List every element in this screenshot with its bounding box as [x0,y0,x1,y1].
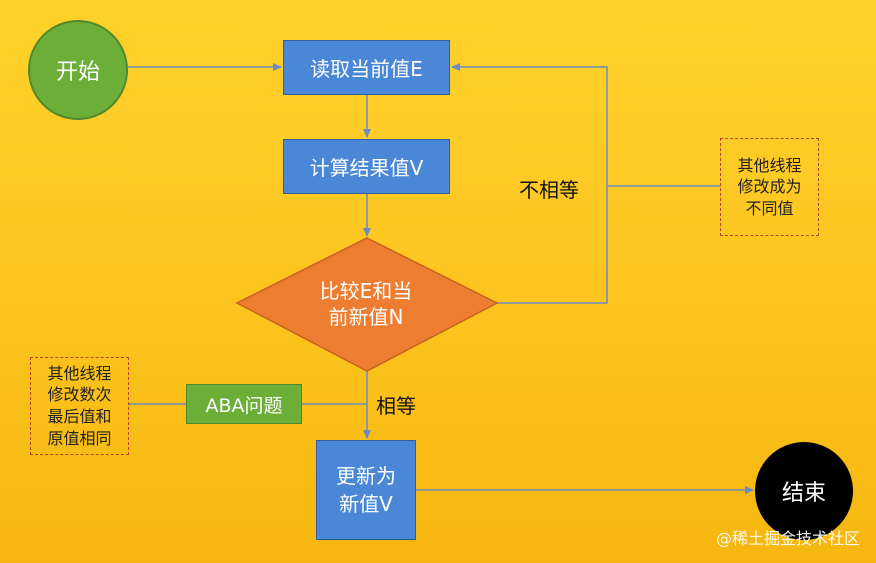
compute-result-node: 计算结果值V [283,139,450,194]
note-right-line-1: 其他线程 [737,155,802,175]
note-other-thread-aba: 其他线程 修改数次 最后值和 原值相同 [30,357,129,455]
compare-label: 比较E和当 前新值N [300,278,432,330]
note-left-line-2: 修改数次 [47,385,112,405]
compare-decision-diamond [235,237,499,372]
watermark: @稀土掘金技术社区 [715,529,860,548]
equal-label: 相等 [376,394,416,418]
not-equal-label: 不相等 [519,178,579,202]
update-label-line-2: 新值V [339,492,393,516]
aba-problem-label: ABA问题 [205,394,283,417]
note-other-thread-different: 其他线程 修改成为 不同值 [720,138,819,236]
arrow-not-equal-loop [451,63,608,304]
aba-problem-node: ABA问题 [186,384,302,424]
compute-result-label: 计算结果值V [309,156,424,180]
note-left-line-3: 最后值和 [47,407,112,426]
update-label-line-1: 更新为 [336,464,396,488]
note-right-line-2: 修改成为 [737,177,802,197]
end-node: 结束 [755,442,853,540]
note-left-line-1: 其他线程 [47,363,112,383]
start-node: 开始 [28,20,128,120]
update-node: 更新为 新值V [316,440,416,540]
compare-label-line-2: 前新值N [328,305,404,329]
read-current-node: 读取当前值E [283,40,450,95]
note-right-line-3: 不同值 [745,198,794,218]
note-left-line-4: 原值相同 [47,428,112,448]
end-label: 结束 [781,481,826,506]
read-current-label: 读取当前值E [310,57,423,81]
compare-label-line-1: 比较E和当 [319,279,413,303]
start-label: 开始 [55,60,100,85]
